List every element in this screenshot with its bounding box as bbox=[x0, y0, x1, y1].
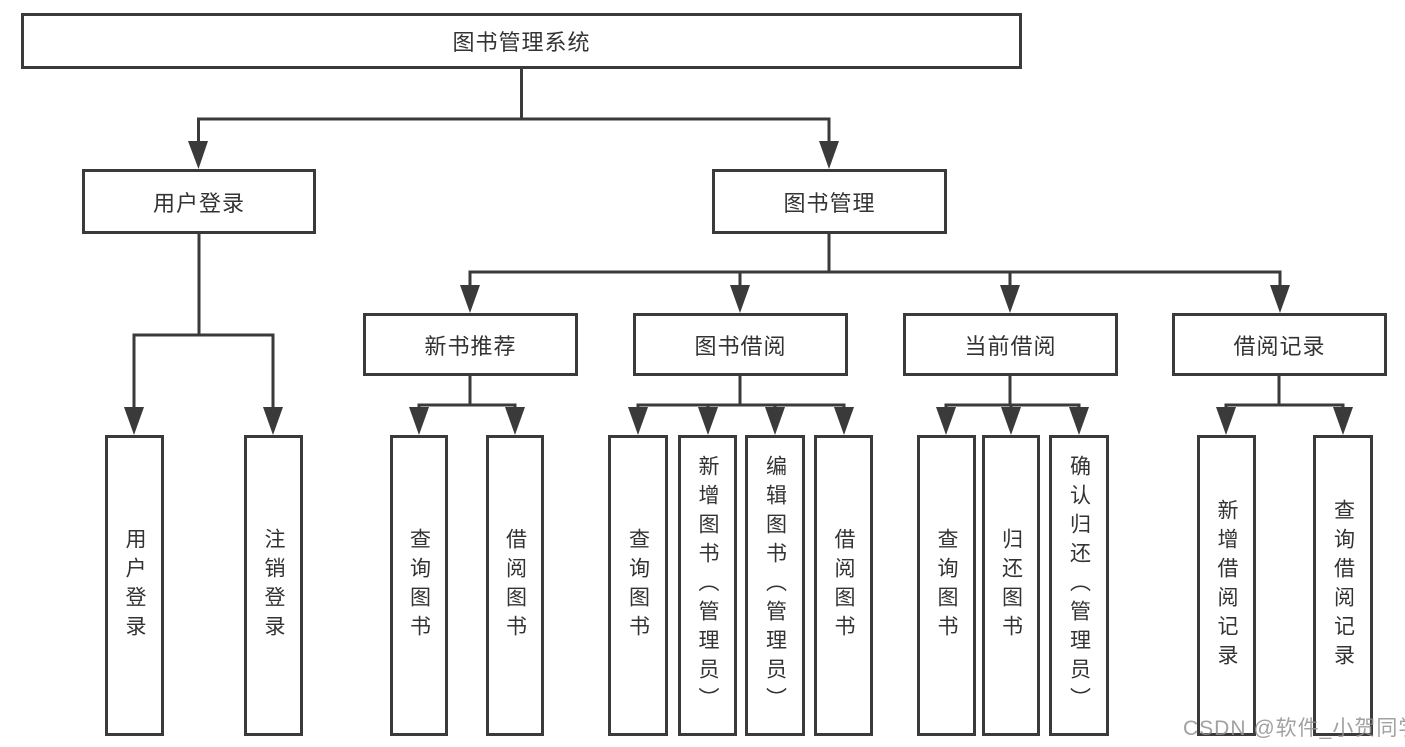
connector-book-borrow-children bbox=[636, 375, 846, 418]
node-label: 新书推荐 bbox=[424, 333, 517, 359]
node-label: 编辑图书（管理员） bbox=[763, 455, 787, 716]
node-leaf-query-borrow-record: 查询借阅记录 bbox=[1313, 435, 1373, 736]
connector-root-to-level2 bbox=[197, 68, 831, 150]
node-leaf-confirm-return-admin: 确认归还（管理员） bbox=[1049, 435, 1109, 736]
node-new-book-recommend: 新书推荐 bbox=[363, 313, 578, 376]
node-label: 注销登录 bbox=[262, 527, 285, 644]
node-label: 图书管理 bbox=[783, 190, 876, 216]
node-leaf-add-books-admin: 新增图书（管理员） bbox=[678, 435, 737, 736]
connector-borrow-records-children bbox=[1224, 375, 1345, 418]
node-label: 借阅图书 bbox=[503, 527, 527, 644]
node-label: 查询借阅记录 bbox=[1331, 498, 1355, 673]
node-leaf-add-borrow-record: 新增借阅记录 bbox=[1197, 435, 1256, 736]
node-leaf-borrow-books: 借阅图书 bbox=[814, 435, 873, 736]
node-label: 查询图书 bbox=[626, 527, 650, 644]
node-leaf-user-login: 用户登录 bbox=[105, 435, 164, 736]
node-label: 借阅图书 bbox=[832, 527, 855, 644]
node-book-borrow: 图书借阅 bbox=[633, 313, 848, 376]
node-label: 归还图书 bbox=[999, 527, 1023, 644]
node-label: 查询图书 bbox=[935, 527, 958, 644]
connector-new-book-children bbox=[417, 375, 517, 418]
node-user-login: 用户登录 bbox=[82, 169, 316, 234]
node-label: 用户登录 bbox=[123, 527, 146, 644]
node-label: 用户登录 bbox=[152, 190, 245, 216]
node-library-management-system: 图书管理系统 bbox=[21, 13, 1022, 69]
node-leaf-return-books: 归还图书 bbox=[982, 435, 1040, 736]
arrowheads bbox=[124, 141, 1353, 435]
node-label: 借阅记录 bbox=[1233, 333, 1326, 359]
node-leaf-query-books-borrow: 查询图书 bbox=[608, 435, 668, 736]
node-label: 确认归还（管理员） bbox=[1067, 455, 1091, 716]
csdn-watermark: CSDN @软件_小贺同学 bbox=[1183, 717, 1405, 740]
node-leaf-edit-books-admin: 编辑图书（管理员） bbox=[745, 435, 805, 736]
node-label: 新增借阅记录 bbox=[1215, 498, 1238, 673]
node-leaf-query-books-current: 查询图书 bbox=[917, 435, 976, 736]
node-leaf-query-books-recommend: 查询图书 bbox=[390, 435, 448, 736]
node-leaf-borrow-books-recommend: 借阅图书 bbox=[486, 435, 544, 736]
connector-book-management-children bbox=[468, 233, 1282, 292]
node-label: 查询图书 bbox=[407, 527, 431, 644]
node-borrow-records: 借阅记录 bbox=[1172, 313, 1387, 376]
node-label: 图书借阅 bbox=[694, 333, 787, 359]
node-book-management: 图书管理 bbox=[712, 169, 947, 234]
node-label: 图书管理系统 bbox=[452, 30, 591, 55]
node-leaf-logout: 注销登录 bbox=[244, 435, 303, 736]
node-label: 当前借阅 bbox=[964, 333, 1057, 359]
node-current-borrow: 当前借阅 bbox=[903, 313, 1118, 376]
connector-user-login-children bbox=[132, 233, 275, 418]
node-label: 新增图书（管理员） bbox=[696, 455, 719, 716]
